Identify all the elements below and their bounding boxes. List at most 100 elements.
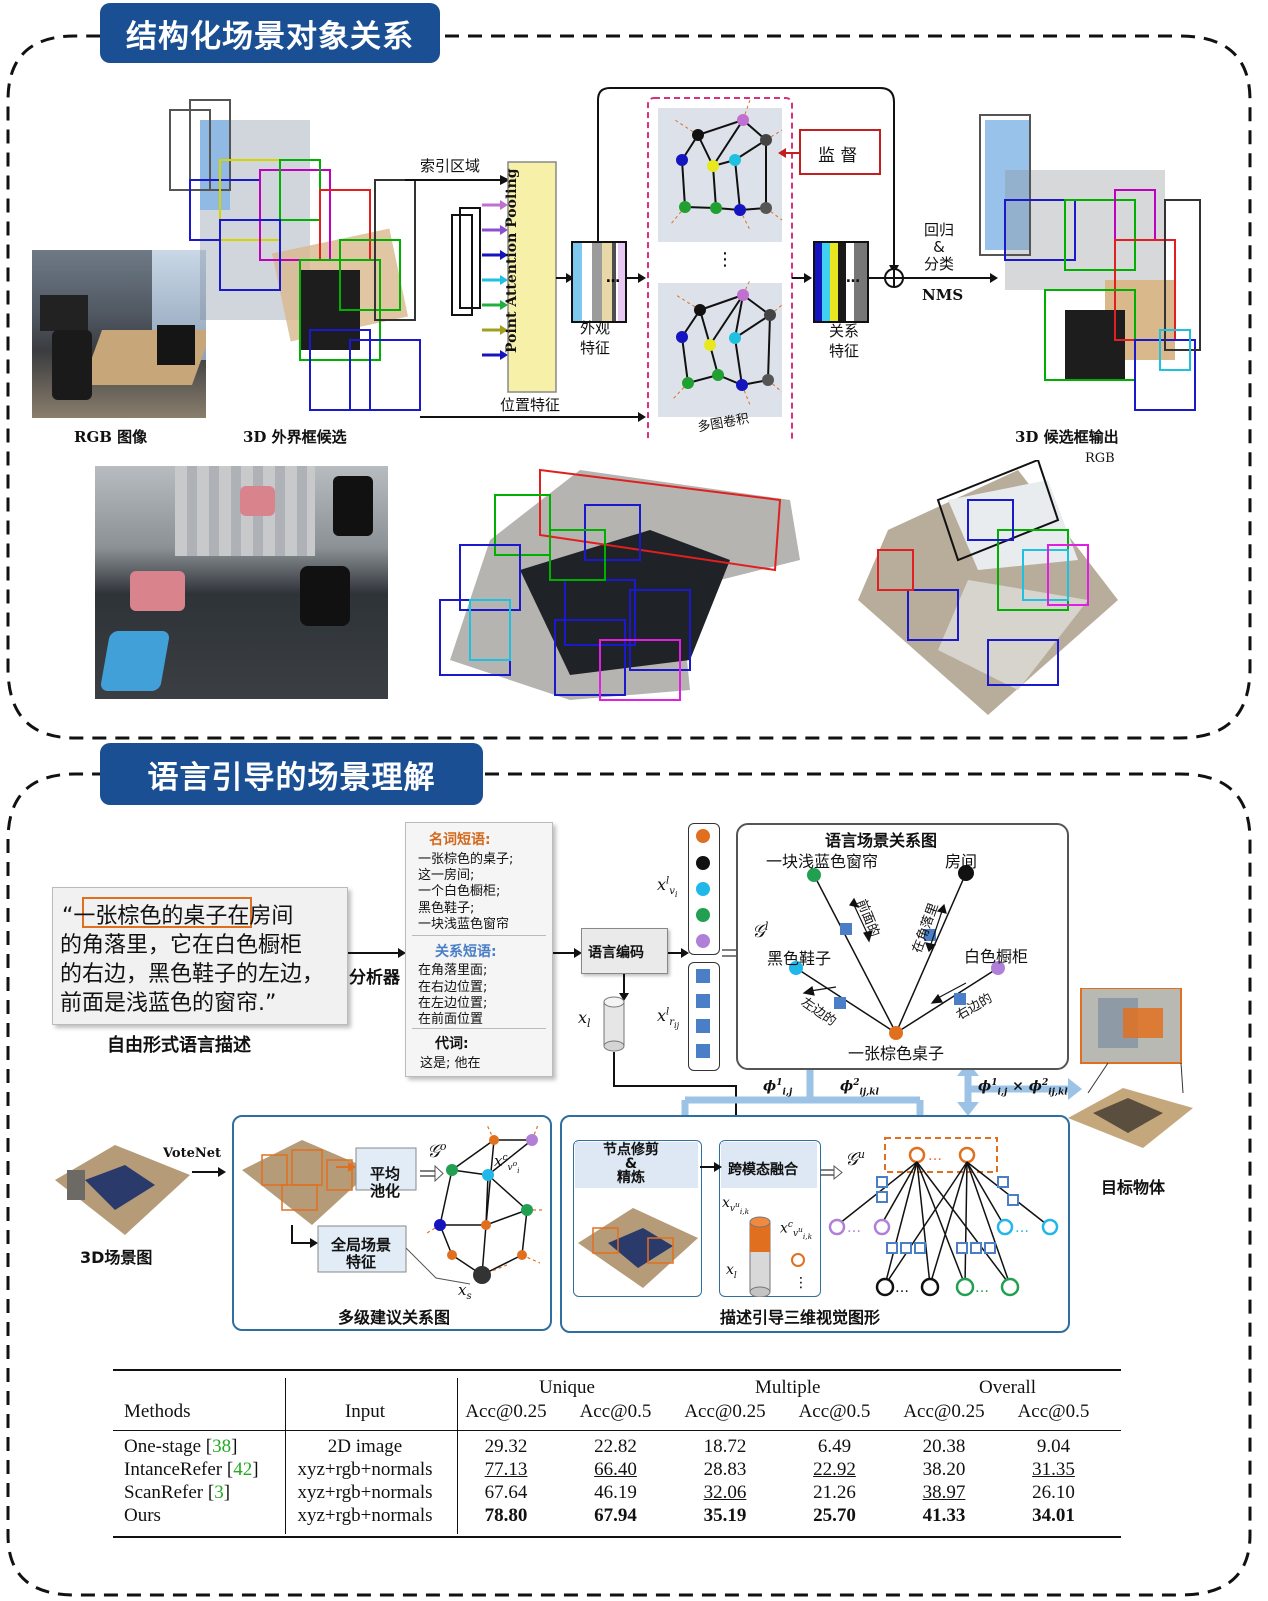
relation-feature-label: 关系 特征 xyxy=(829,322,860,360)
xr-symbol: xlrij xyxy=(657,1006,680,1031)
rel-item-4: 在前面位置 xyxy=(418,1012,484,1027)
node-desk: 一张棕色桌子 xyxy=(848,1044,945,1063)
pooling-label: Point Attention Pooling xyxy=(504,168,520,353)
node-curtain: 一块浅蓝色窗帘 xyxy=(766,852,879,871)
header-unique-acc25: Acc@0.25 xyxy=(465,1400,547,1422)
rgb-small-label: RGB xyxy=(1085,451,1115,466)
xl-cylinder xyxy=(603,996,625,1052)
section1-frame xyxy=(6,34,1252,740)
node-shoes: 黑色鞋子 xyxy=(767,949,832,968)
header-unique-acc5: Acc@0.5 xyxy=(579,1400,652,1422)
avg-pool-label: 平均 池化 xyxy=(370,1165,401,1200)
group-overall: Overall xyxy=(979,1377,1036,1398)
table-top-rule xyxy=(113,1369,1121,1371)
description-line-2: 的角落里，它在白色橱柜 xyxy=(60,933,303,958)
phrases-divider-2 xyxy=(412,1028,546,1029)
row-value: 20.38 xyxy=(922,1435,966,1457)
desc-guided-label: 描述引导三维视觉图形 xyxy=(720,1308,881,1327)
cross-modal-header xyxy=(721,1142,817,1188)
row-input: xyz+rgb+normals xyxy=(297,1481,433,1503)
row-value: 6.49 xyxy=(817,1435,852,1457)
row-input: xyz+rgb+normals xyxy=(297,1504,433,1526)
phi1-label: ϕ1i,j xyxy=(763,1078,793,1098)
row-value: 26.10 xyxy=(1032,1481,1075,1503)
row-value: 18.72 xyxy=(703,1435,747,1457)
rel-item-3: 在左边位置; xyxy=(418,996,488,1011)
row-value: 22.82 xyxy=(594,1435,637,1457)
table-vrule-2 xyxy=(457,1378,458,1534)
bipartite-graph: … … … … … xyxy=(828,1137,1059,1297)
node-room: 房间 xyxy=(945,852,978,871)
section2-frame xyxy=(6,772,1252,1597)
box-output-label: 3D 候选框输出 xyxy=(1015,428,1119,446)
row-ref[interactable]: 3 xyxy=(214,1481,224,1503)
multilevel-content xyxy=(242,1124,544,1285)
row-value: 41.33 xyxy=(922,1504,966,1526)
row-ref[interactable]: 42 xyxy=(233,1458,253,1480)
xl-symbol-2: xl xyxy=(726,1262,737,1281)
global-feature-label: 全局场景 特征 xyxy=(331,1236,392,1271)
row-value: 77.13 xyxy=(484,1458,528,1480)
pipeline-arrows-top: … ⋮ xyxy=(405,87,998,440)
guided-graph-arrow xyxy=(820,1164,843,1181)
section2-title: 语言引导的场景理解 xyxy=(100,743,483,805)
svg-text:…: … xyxy=(928,1148,942,1164)
xvc-u-symbol: xcvui,k xyxy=(780,1220,813,1242)
xs-symbol: xs xyxy=(458,1281,472,1302)
box-output-diagram xyxy=(979,114,1201,411)
svg-text:⋮: ⋮ xyxy=(794,1275,808,1291)
row-value: 22.92 xyxy=(813,1458,856,1480)
xv-c-symbol: xcvoi xyxy=(494,1152,520,1175)
pronoun-items: 这是; 他在 xyxy=(420,1056,481,1071)
language-encode-label: 语言编码 xyxy=(588,945,644,961)
row-method: ScanRefer xyxy=(124,1481,204,1503)
row-value: 9.04 xyxy=(1036,1435,1071,1457)
description-line-1: “一张棕色的桌子在房间 xyxy=(62,904,294,929)
row-value: 25.70 xyxy=(813,1504,856,1526)
row-value: 21.26 xyxy=(813,1481,856,1503)
noun-item-1: 一张棕色的桌子; xyxy=(418,852,514,867)
pronoun-title: 代词: xyxy=(435,1036,469,1052)
parser-label: 分析器 xyxy=(349,968,400,988)
rgb-office-photo xyxy=(32,250,206,418)
table-header-row: Methods Input Acc@0.25 Acc@0.5 Acc@0.25 … xyxy=(118,1400,1107,1423)
row-method: IntanceRefer xyxy=(124,1458,223,1480)
row-value: 38.97 xyxy=(922,1481,966,1503)
scene-3d-image xyxy=(55,1145,190,1235)
row-ref[interactable]: 38 xyxy=(212,1435,232,1457)
row-value: 67.64 xyxy=(484,1481,528,1503)
node-cabinet: 白色橱柜 xyxy=(964,947,1029,966)
supervise-label: 监 督 xyxy=(818,146,858,166)
scene-photo-room xyxy=(95,466,388,699)
node-embedding-column xyxy=(688,823,720,955)
index-region-label: 索引区域 xyxy=(420,157,481,175)
section1-title: 结构化场景对象关系 xyxy=(100,3,440,63)
target-object-image xyxy=(1068,988,1193,1148)
table-bottom-rule xyxy=(113,1536,1121,1538)
table-vrule-1 xyxy=(285,1378,286,1534)
noun-item-3: 一个白色橱柜; xyxy=(418,884,501,899)
noun-item-2: 这一房间; xyxy=(418,868,475,883)
row-value: 46.19 xyxy=(594,1481,637,1503)
table-mid-rule xyxy=(113,1430,1121,1431)
phi-product-label: ϕ1i,j × ϕ2ij,kl xyxy=(978,1078,1068,1098)
xvu-symbol: xvui,k xyxy=(722,1195,750,1216)
language-graph-edges xyxy=(789,865,1005,1040)
row-value: 28.83 xyxy=(703,1458,747,1480)
header-overall-acc5: Acc@0.5 xyxy=(1017,1400,1090,1422)
row-input: 2D image xyxy=(327,1435,403,1457)
svg-text:…: … xyxy=(895,1280,909,1296)
rel-item-1: 在角落里面; xyxy=(418,963,488,978)
appearance-feature-label: 外观 特征 xyxy=(580,319,611,357)
node-prune-header xyxy=(575,1142,698,1188)
cross-modal-cylinders: ⋮ xyxy=(749,1216,808,1297)
group-multiple: Multiple xyxy=(755,1377,821,1398)
description-line-3: 的右边，黑色鞋子的左边， xyxy=(60,962,325,987)
gu-symbol: 𝒢u xyxy=(845,1148,865,1170)
votenet-arrow xyxy=(192,1167,226,1177)
graph-title: 语言场景关系图 xyxy=(825,831,938,850)
table-row: ScanRefer [3] xyz+rgb+normals 67.64 46.1… xyxy=(118,1481,1107,1504)
svg-text:…: … xyxy=(606,270,620,286)
multilevel-label: 多级建议关系图 xyxy=(338,1308,451,1327)
header-multiple-acc5: Acc@0.5 xyxy=(798,1400,871,1422)
